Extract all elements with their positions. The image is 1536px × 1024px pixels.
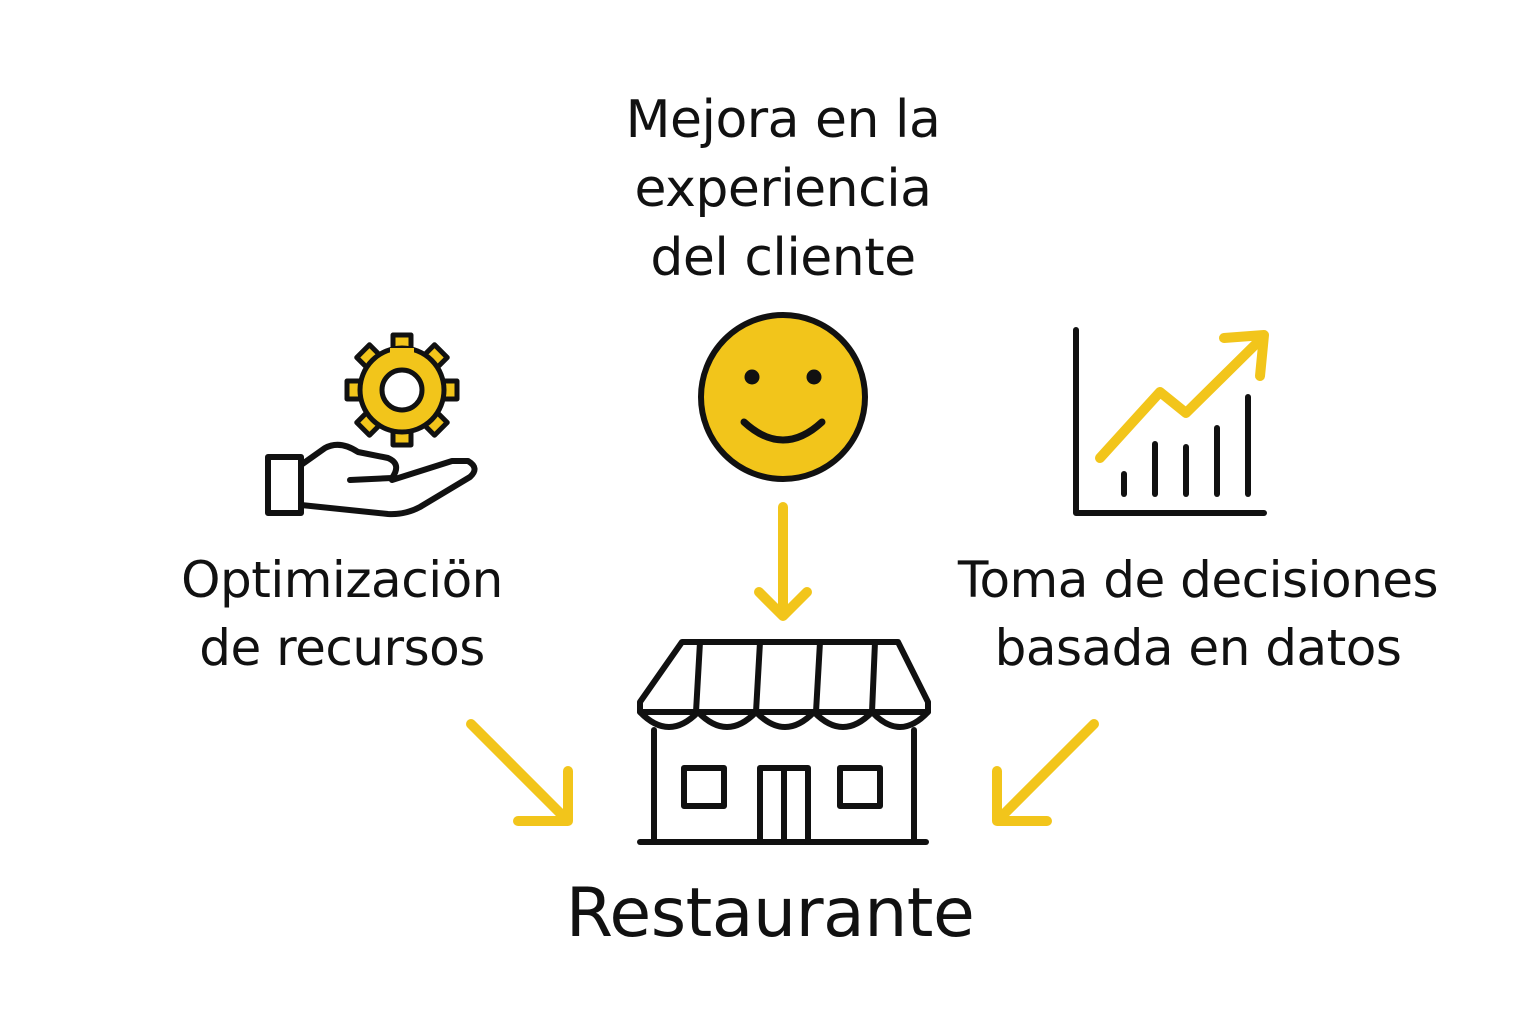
arrow-top-icon <box>754 502 812 621</box>
smiley-face-icon <box>698 312 868 482</box>
benefit-label-line: Mejora en la <box>625 90 941 150</box>
benefit-label-line: Toma de decisiones <box>957 551 1439 609</box>
benefit-label-line: de recursos <box>199 619 485 677</box>
benefit-label-line: basada en datos <box>994 619 1402 677</box>
benefit-label-customer-experience: Mejora en la experiencia del cliente <box>540 86 1026 293</box>
hand-gear-icon <box>265 332 478 518</box>
storefront-icon <box>637 639 931 845</box>
benefit-label-data-decisions: Toma de decisiones basada en datos <box>900 546 1496 682</box>
benefit-label-resource-optimization: Optimizaciön de recursos <box>110 546 574 682</box>
benefit-label-line: Optimizaciön <box>181 551 503 609</box>
gear-icon <box>344 332 460 448</box>
arrow-left-icon <box>466 719 573 826</box>
center-title: Restaurante <box>565 874 975 953</box>
benefit-label-line: del cliente <box>650 228 916 288</box>
arrow-right-icon <box>992 719 1099 826</box>
growth-chart-icon <box>1073 327 1269 516</box>
benefit-label-line: experiencia <box>634 159 932 219</box>
